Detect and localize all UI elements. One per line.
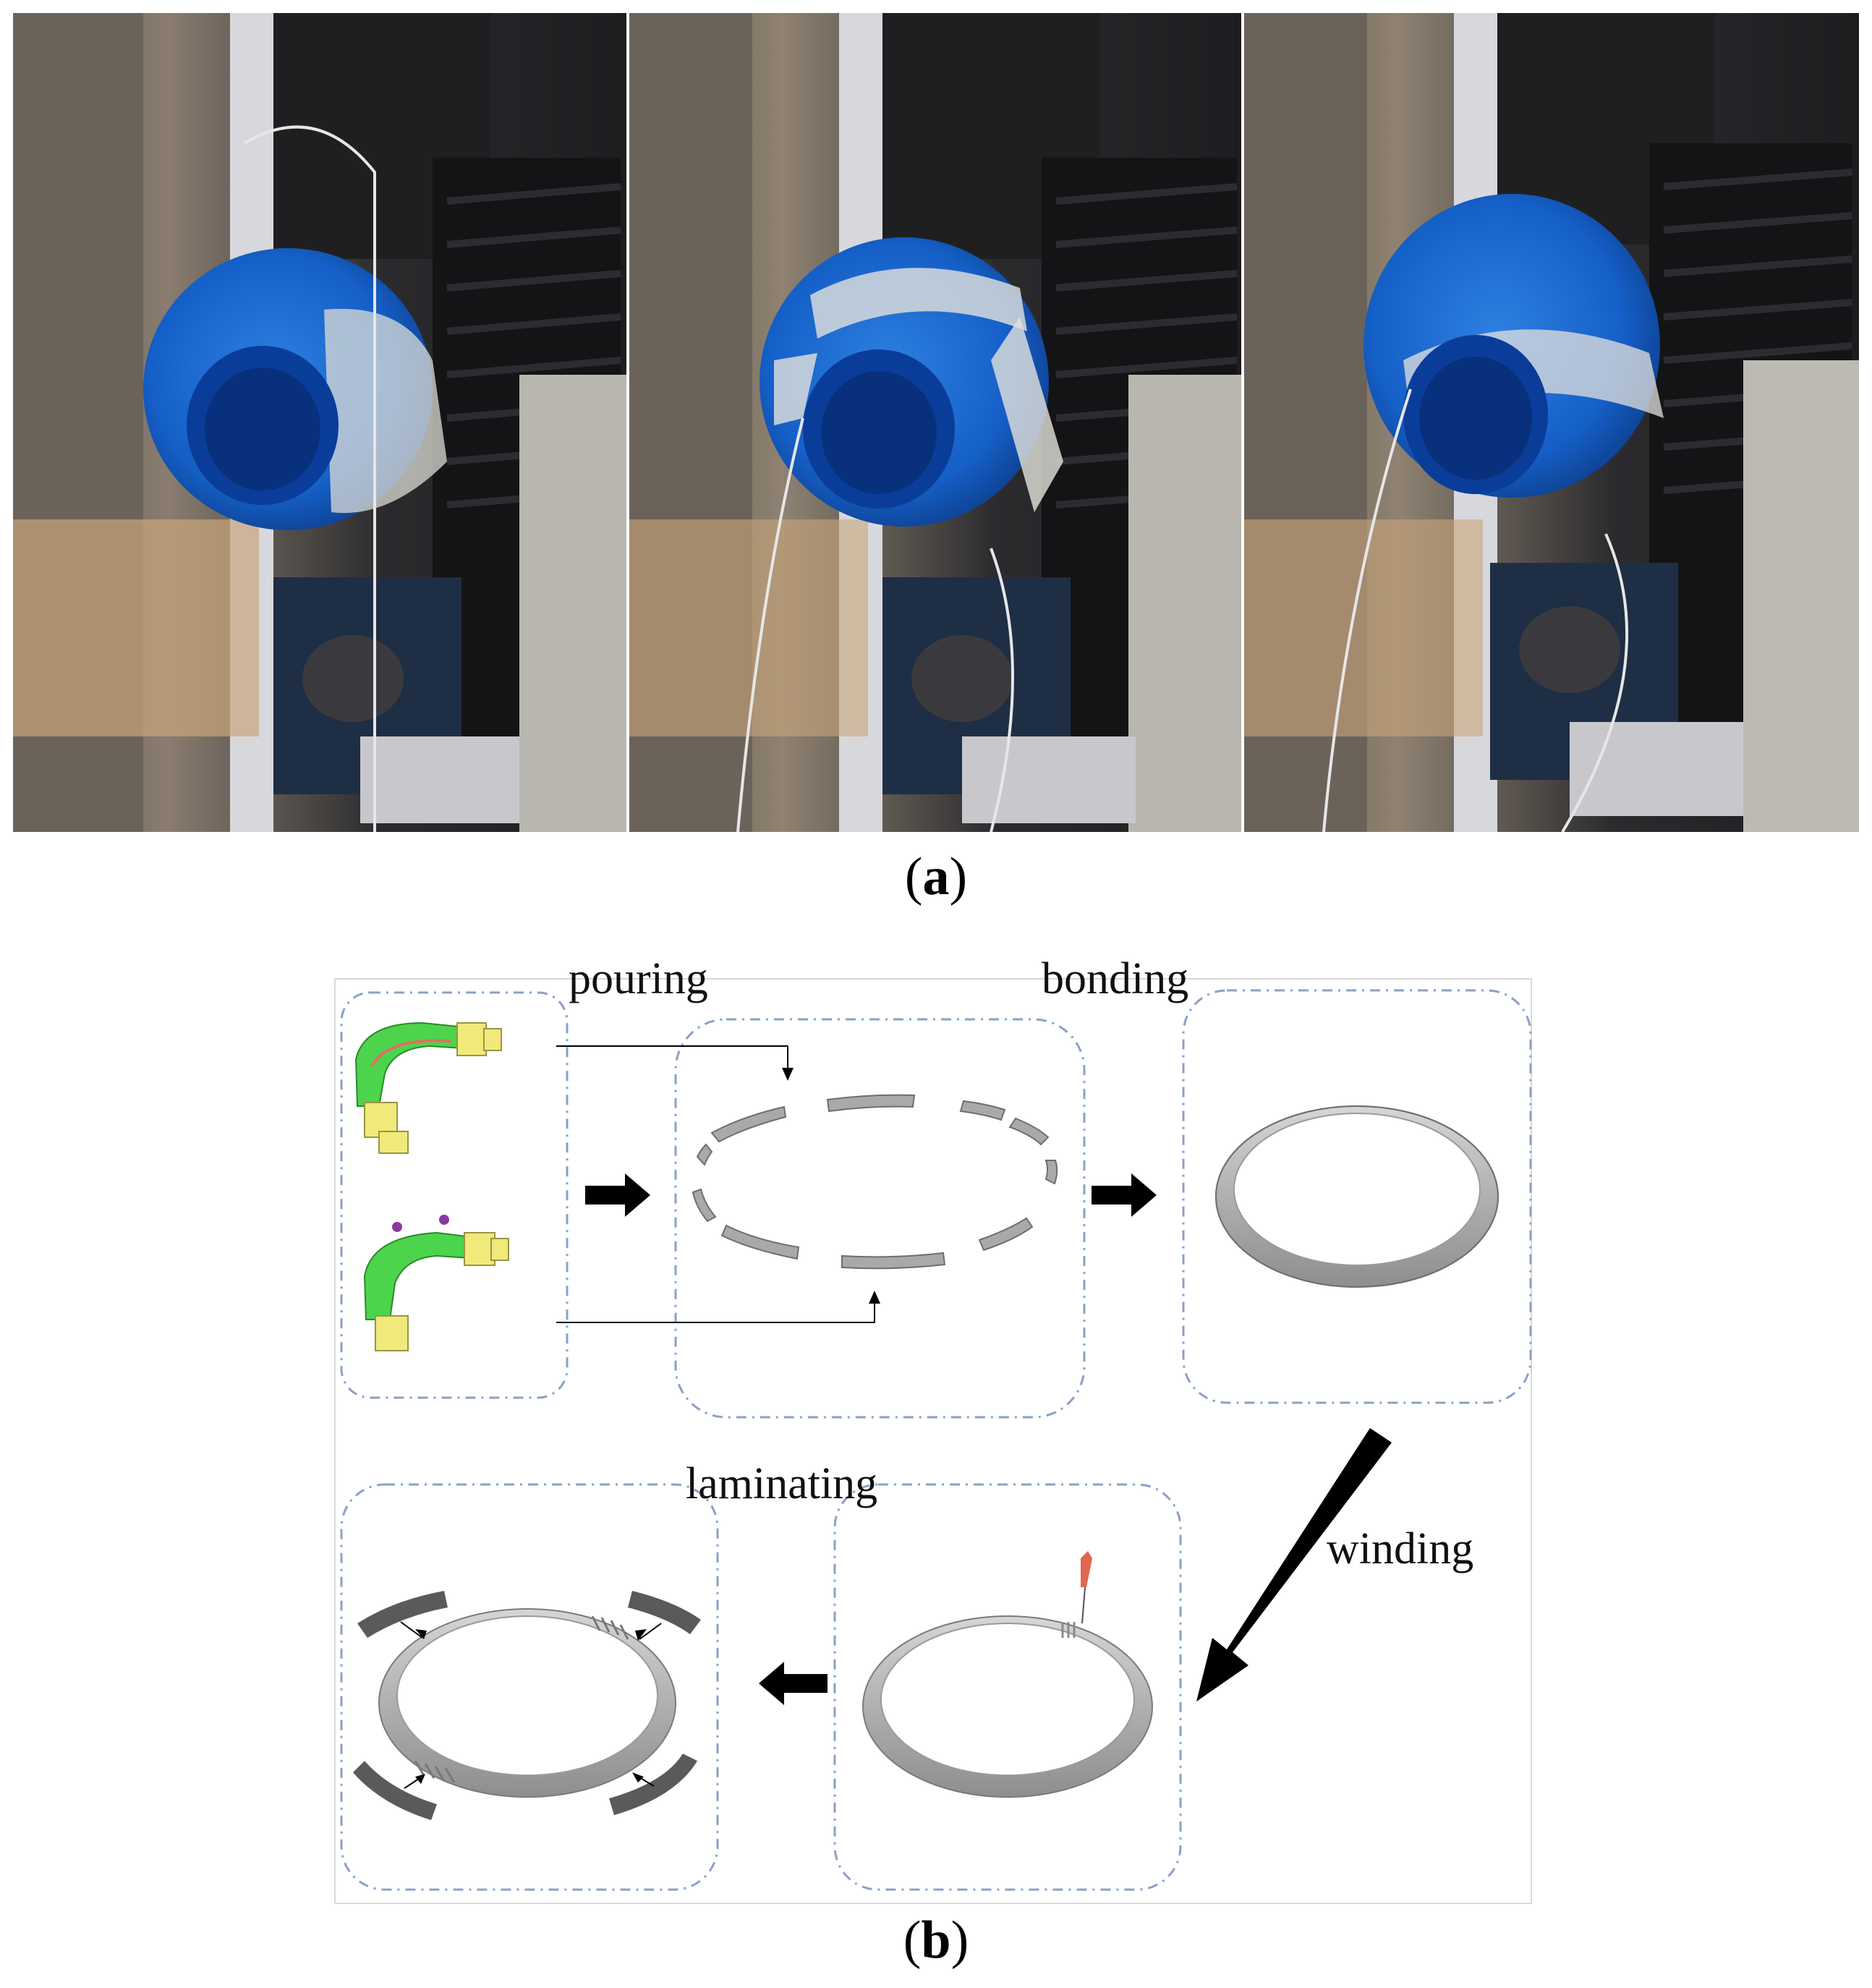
process-diagram: pouring bonding winding laminating (334, 954, 1532, 1904)
caption-b-letter: b (921, 1911, 951, 1970)
label-pouring: pouring (569, 954, 708, 1003)
label-laminating: laminating (686, 1459, 878, 1508)
winding-ring-icon (862, 1551, 1153, 1798)
test-photo-3 (1244, 13, 1859, 832)
arrow-right-icon (1092, 1173, 1157, 1217)
label-bonding: bonding (1042, 954, 1189, 1003)
arrow-left-icon (759, 1662, 827, 1705)
frame-bonded-ring (1182, 989, 1532, 1404)
mold-icon-top (354, 1021, 502, 1154)
caption-a-letter: a (922, 847, 950, 906)
frame-molds (340, 991, 569, 1399)
frame-laminating (340, 1483, 719, 1891)
frame-segments (674, 1018, 1086, 1419)
arrow-right-icon (585, 1173, 650, 1217)
caption-b: (b) (903, 1911, 969, 1970)
label-winding: winding (1327, 1524, 1474, 1573)
test-photo-2 (629, 13, 1241, 832)
mold-icon-bottom (363, 1215, 509, 1351)
bonded-ring-icon (1215, 1105, 1499, 1288)
arrow-down-left-icon (1196, 1428, 1392, 1702)
laminating-ring-icon (353, 1591, 701, 1820)
ring-segments (692, 1094, 1058, 1270)
test-photo-1 (13, 13, 626, 832)
frame-winding (833, 1483, 1182, 1891)
caption-a: (a) (904, 847, 968, 906)
